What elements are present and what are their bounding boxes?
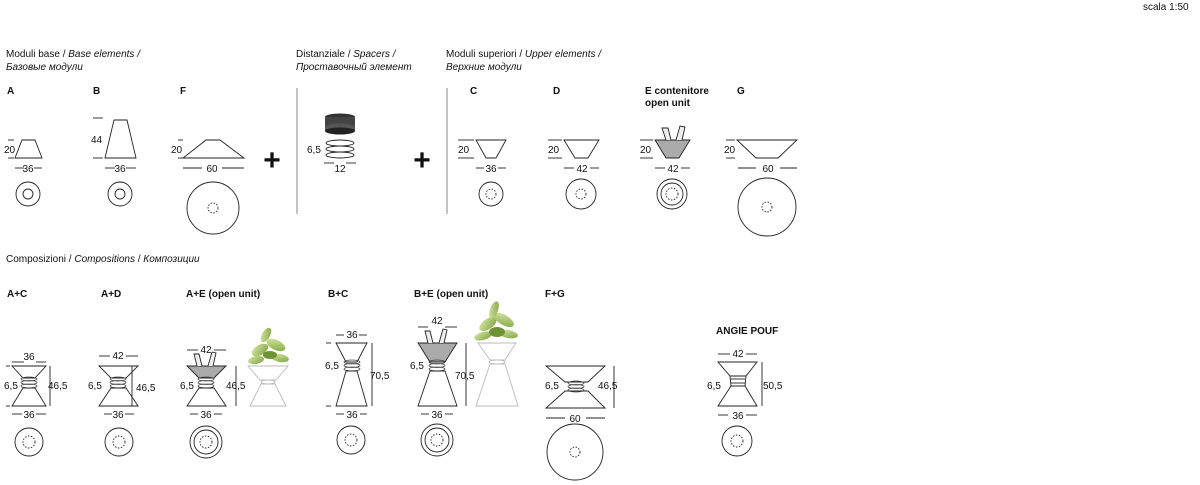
section-base-title-ru: Базовые модули [6, 62, 83, 73]
composition-ae-drawing [185, 349, 289, 459]
composition-ac-drawing [6, 361, 51, 457]
upper-d-drawing [548, 139, 600, 210]
base-b-drawing [93, 117, 137, 207]
section-spacers-title-ru: Проставочный элемент [296, 62, 412, 73]
dim-be-top: 42 [431, 316, 443, 327]
dim-ae-top: 42 [200, 345, 212, 356]
base-label-a: A [7, 86, 15, 97]
dim-ad-total: 46,5 [136, 383, 156, 394]
base-f-drawing [178, 139, 246, 235]
upper-c-drawing [458, 139, 507, 207]
plus-sign-1: + [263, 144, 281, 177]
dim-fg-bottom: 60 [569, 414, 581, 425]
dim-bc-bottom: 36 [346, 410, 358, 421]
dim-fg-total: 46,5 [598, 381, 618, 392]
upper-e-drawing [640, 125, 691, 210]
section-upper-title: Moduli superiori / Upper elements / [446, 49, 602, 60]
dim-spacer-height: 6,5 [307, 145, 321, 156]
base-a-drawing [8, 139, 43, 207]
upper-label-e: E contenitore [645, 86, 709, 97]
dim-base-f-height: 20 [171, 145, 183, 156]
dim-upper-e-width: 42 [667, 164, 679, 175]
composition-label-ac: A+C [7, 289, 28, 300]
composition-bc-drawing [326, 334, 373, 455]
section-spacers-title: Distanziale / Spacers / [296, 49, 396, 60]
dim-ac-bottom: 36 [23, 410, 35, 421]
composition-be-drawing [417, 326, 519, 457]
dim-spacer-width: 12 [334, 164, 346, 175]
plant-be [474, 301, 518, 341]
dim-ad-top: 42 [112, 351, 124, 362]
dim-base-f-width: 60 [206, 164, 218, 175]
dim-bc-top: 36 [346, 330, 358, 341]
dim-ad-spacer: 6,5 [88, 381, 102, 392]
dim-upper-g-height: 20 [724, 145, 736, 156]
dim-base-a-width: 36 [22, 164, 34, 175]
composition-label-ae: A+E (open unit) [186, 289, 261, 300]
plant-ae [248, 327, 289, 365]
dim-ad-bottom: 36 [112, 410, 124, 421]
upper-label-e-open-unit: open unit [645, 98, 690, 109]
upper-g-drawing [726, 139, 799, 237]
composition-label-be: B+E (open unit) [414, 289, 489, 300]
dim-upper-e-height: 20 [640, 145, 652, 156]
dim-bc-spacer: 6,5 [325, 361, 339, 372]
section-upper-title-ru: Верхние модули [446, 62, 522, 73]
composition-label-bc: B+C [328, 289, 349, 300]
composition-ad-drawing [97, 355, 140, 457]
dim-ac-total: 46,5 [48, 381, 68, 392]
composition-label-ad: A+D [101, 289, 122, 300]
plus-sign-2: + [413, 144, 431, 177]
dim-upper-d-height: 20 [548, 145, 560, 156]
base-label-b: B [93, 86, 101, 97]
base-label-f: F [180, 86, 187, 97]
upper-label-g: G [737, 86, 745, 97]
dim-ac-spacer: 6,5 [4, 381, 18, 392]
composition-fg-drawing [544, 365, 615, 481]
spacer-drawing [324, 113, 356, 164]
dim-ae-spacer: 6,5 [180, 381, 194, 392]
dim-be-bottom: 36 [431, 410, 443, 421]
section-base-title: Moduli base / Base elements / [6, 49, 140, 60]
composition-label-fg: F+G [545, 289, 565, 300]
dim-upper-d-width: 42 [576, 164, 588, 175]
dim-base-b-width: 36 [114, 164, 126, 175]
dim-bc-total: 70,5 [370, 371, 390, 382]
dim-base-a-height: 20 [4, 145, 16, 156]
dim-angie-total: 50,5 [763, 381, 783, 392]
composition-label-angie-pouf: ANGIE POUF [716, 326, 779, 337]
dim-base-b-height: 44 [91, 135, 103, 146]
upper-label-c: C [470, 86, 478, 97]
dim-ae-bottom: 36 [200, 410, 212, 421]
composition-angie-pouf-drawing [717, 353, 763, 457]
dim-be-spacer: 6,5 [410, 361, 424, 372]
dim-ae-total: 46,5 [226, 381, 246, 392]
dim-fg-spacer: 6,5 [545, 381, 559, 392]
upper-label-d: D [553, 86, 561, 97]
dim-upper-c-height: 20 [458, 145, 470, 156]
dim-angie-bottom: 36 [732, 411, 744, 422]
dim-ac-top: 36 [23, 352, 35, 363]
dim-angie-spacer: 6,5 [707, 381, 721, 392]
dim-upper-c-width: 36 [485, 164, 497, 175]
dim-angie-top: 42 [732, 349, 744, 360]
section-compositions-title: Composizioni / Compositions / Композиции [6, 254, 200, 265]
dim-be-total: 70,5 [455, 371, 475, 382]
dim-upper-g-width: 60 [762, 164, 774, 175]
scale-label: scala 1:50 [1143, 2, 1189, 13]
